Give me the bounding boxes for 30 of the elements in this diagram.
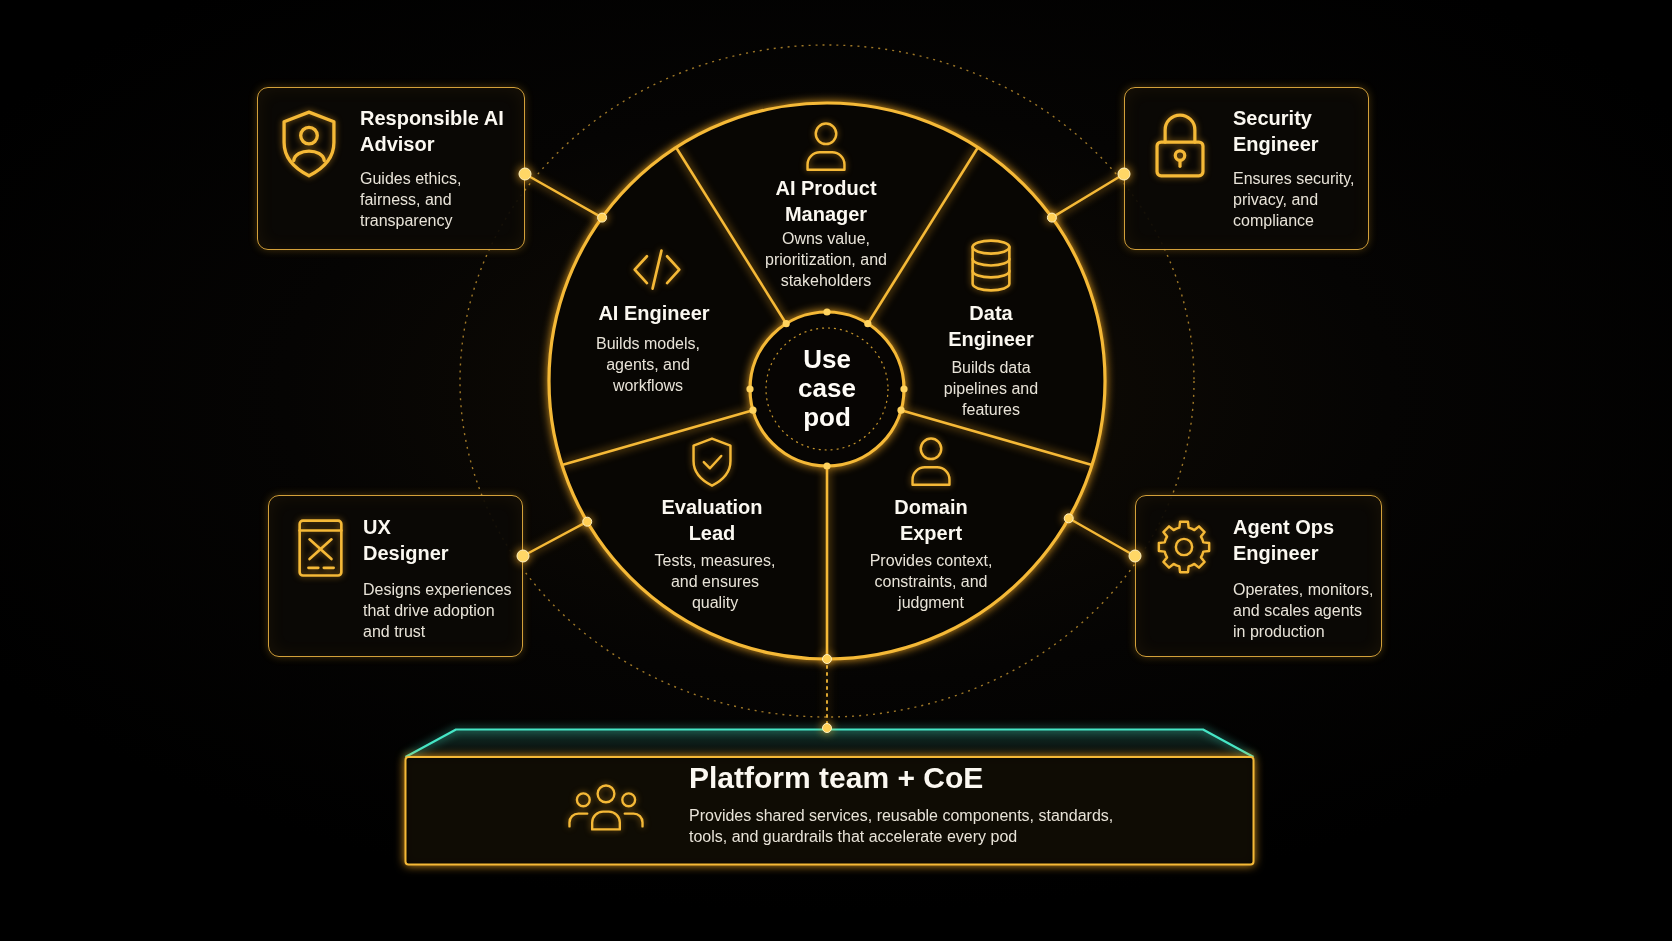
role-title: Agent Ops Engineer (1233, 515, 1336, 566)
role-title: Responsible AI Advisor (360, 106, 505, 157)
role-description: Operates, monitors, and scales agents in production (1233, 580, 1375, 642)
role-title: Evaluation Lead (660, 495, 764, 546)
role-description: Owns value, prioritization, and stakeholders (764, 229, 888, 291)
role-title: Domain Expert (893, 495, 969, 546)
connector-line (518, 167, 608, 223)
role-card (268, 495, 523, 657)
role-description: Guides ethics, fairness, and transparency (360, 169, 463, 231)
role-card (257, 87, 525, 250)
role-description: Designs experiences that drive adoption and trust (363, 580, 513, 642)
role-title: UX Designer (363, 515, 450, 566)
role-title: Data Engineer (947, 301, 1035, 352)
connector-line (1046, 167, 1131, 223)
dotted-connector (822, 654, 832, 733)
role-description: Provides context, constraints, and judgment (868, 551, 994, 613)
role-card (1135, 495, 1382, 657)
role-description: Builds models, agents, and workflows (594, 334, 701, 396)
role-title: AI Product Manager (774, 176, 878, 227)
platform-description: Provides shared services, reusable components, standards, tools, and guardrails that accelerate every pod (689, 806, 1115, 847)
role-description: Builds data pipelines and features (942, 358, 1040, 420)
connector-line (1063, 513, 1142, 563)
role-description: Tests, measures, and ensures quality (653, 551, 777, 613)
hub-label: Use case pod (797, 345, 857, 432)
platform-title: Platform team + CoE (689, 761, 985, 795)
role-title: AI Engineer (597, 301, 711, 326)
role-card (1124, 87, 1369, 250)
role-title: Security Engineer (1233, 106, 1320, 157)
role-description: Ensures security, privacy, and compliance (1233, 169, 1356, 231)
connector-line (516, 516, 593, 563)
